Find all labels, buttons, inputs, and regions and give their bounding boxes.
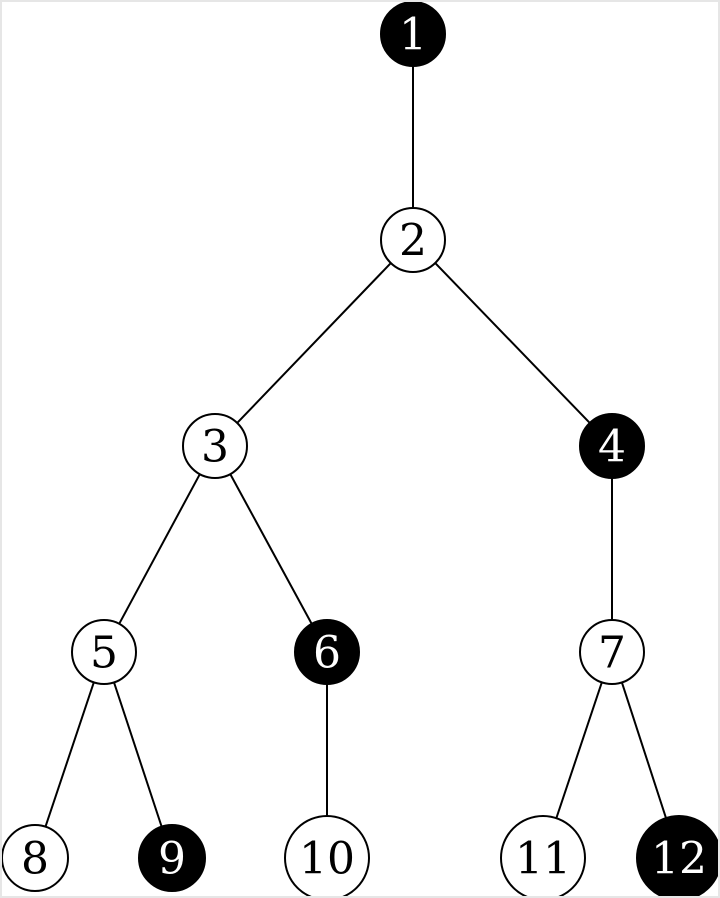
node-label-5: 5 [90,628,118,679]
node-circle-4 [579,413,645,479]
node-3: 3 [182,413,248,479]
node-label-8: 8 [21,834,49,885]
node-label-12: 12 [651,834,707,885]
edge-5-9 [113,682,163,827]
node-4: 4 [579,413,645,479]
node-circle-2 [380,207,446,273]
edge-7-12 [620,682,667,819]
node-7: 7 [579,619,645,685]
edge-2-3 [236,262,392,424]
node-label-6: 6 [313,628,341,679]
node-circle-11 [500,815,586,896]
node-circle-7 [579,619,645,685]
node-label-7: 7 [598,628,626,679]
node-label-1: 1 [399,10,427,61]
edge-7-11 [555,682,603,819]
node-circle-10 [284,815,370,896]
edge-5-8 [44,682,95,828]
node-10: 10 [284,815,370,896]
node-8: 8 [2,824,69,892]
node-label-9: 9 [158,834,186,885]
edges-layer [44,66,667,828]
node-label-3: 3 [201,422,229,473]
edge-2-4 [434,262,591,424]
node-5: 5 [71,619,137,685]
node-circle-8 [2,824,69,892]
node-label-4: 4 [598,422,626,473]
edge-3-5 [118,473,201,625]
edge-3-6 [229,473,313,625]
node-1: 1 [380,2,446,67]
node-11: 11 [500,815,586,896]
node-12: 12 [636,815,718,896]
node-label-2: 2 [399,216,427,267]
node-circle-6 [294,619,360,685]
node-2: 2 [380,207,446,273]
node-circle-3 [182,413,248,479]
node-6: 6 [294,619,360,685]
node-circle-9 [138,824,206,892]
node-circle-12 [636,815,718,896]
node-circle-5 [71,619,137,685]
node-label-11: 11 [515,834,571,885]
node-circle-1 [380,2,446,67]
node-9: 9 [138,824,206,892]
node-label-10: 10 [299,834,355,885]
